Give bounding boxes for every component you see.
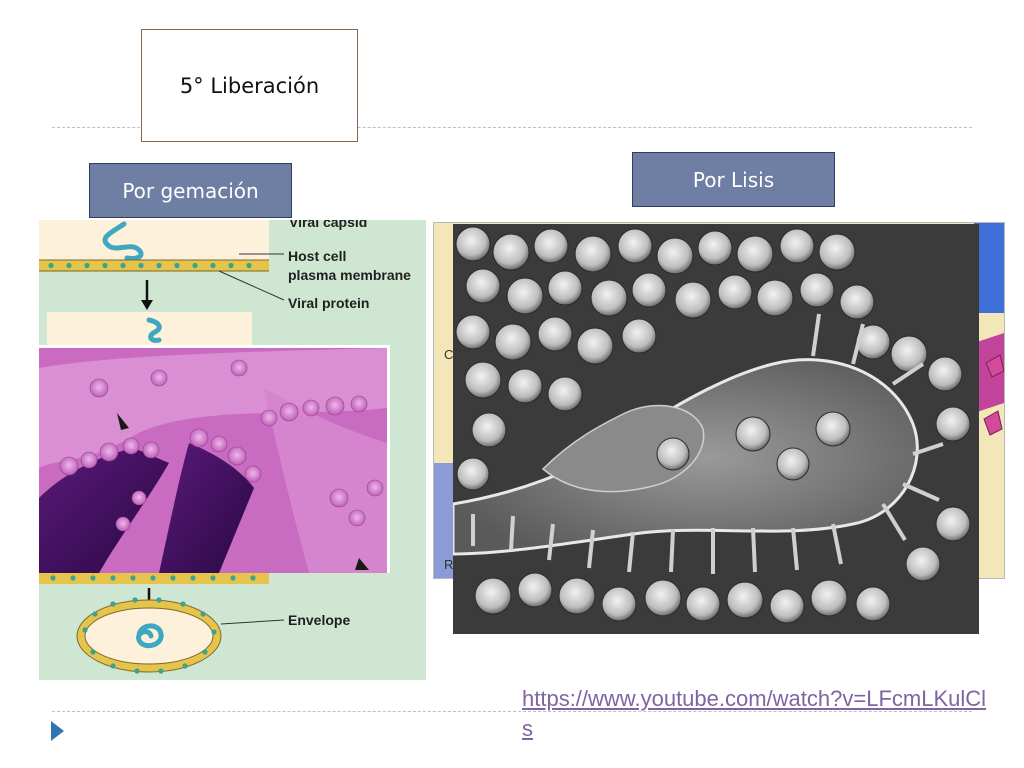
budding-micrograph xyxy=(39,345,390,573)
lysis-label-box: Por Lisis xyxy=(632,152,835,207)
lysis-diagram-letter-c: C xyxy=(444,347,454,362)
viral-protein-label: Viral protein xyxy=(288,295,370,311)
lysis-micrograph-art xyxy=(453,224,979,634)
budding-diagram-art xyxy=(39,220,285,674)
triangle-bullet-icon xyxy=(51,721,64,741)
top-separator-line xyxy=(52,127,972,128)
bottom-separator-line xyxy=(52,711,972,712)
lysis-label-text: Por Lisis xyxy=(692,167,775,192)
viral-capsid-label: Viral capsid xyxy=(289,220,368,230)
budding-label-box: Por gemación xyxy=(89,163,292,218)
plasma-membrane-label: plasma membrane xyxy=(288,267,411,283)
budding-micrograph-art xyxy=(39,348,387,573)
lysis-diagram-letter-r: R xyxy=(444,557,454,572)
lysis-diagram-art xyxy=(434,223,1004,578)
envelope-label: Envelope xyxy=(288,612,351,628)
slide-title: 5° Liberación xyxy=(141,29,358,142)
host-cell-label: Host cell xyxy=(288,248,347,264)
youtube-link[interactable]: https://www.youtube.com/watch?v=LFcmLKul… xyxy=(522,686,987,741)
slide-title-text: 5° Liberación xyxy=(179,73,320,98)
lysis-micrograph xyxy=(453,224,979,634)
budding-label-text: Por gemación xyxy=(122,178,259,203)
